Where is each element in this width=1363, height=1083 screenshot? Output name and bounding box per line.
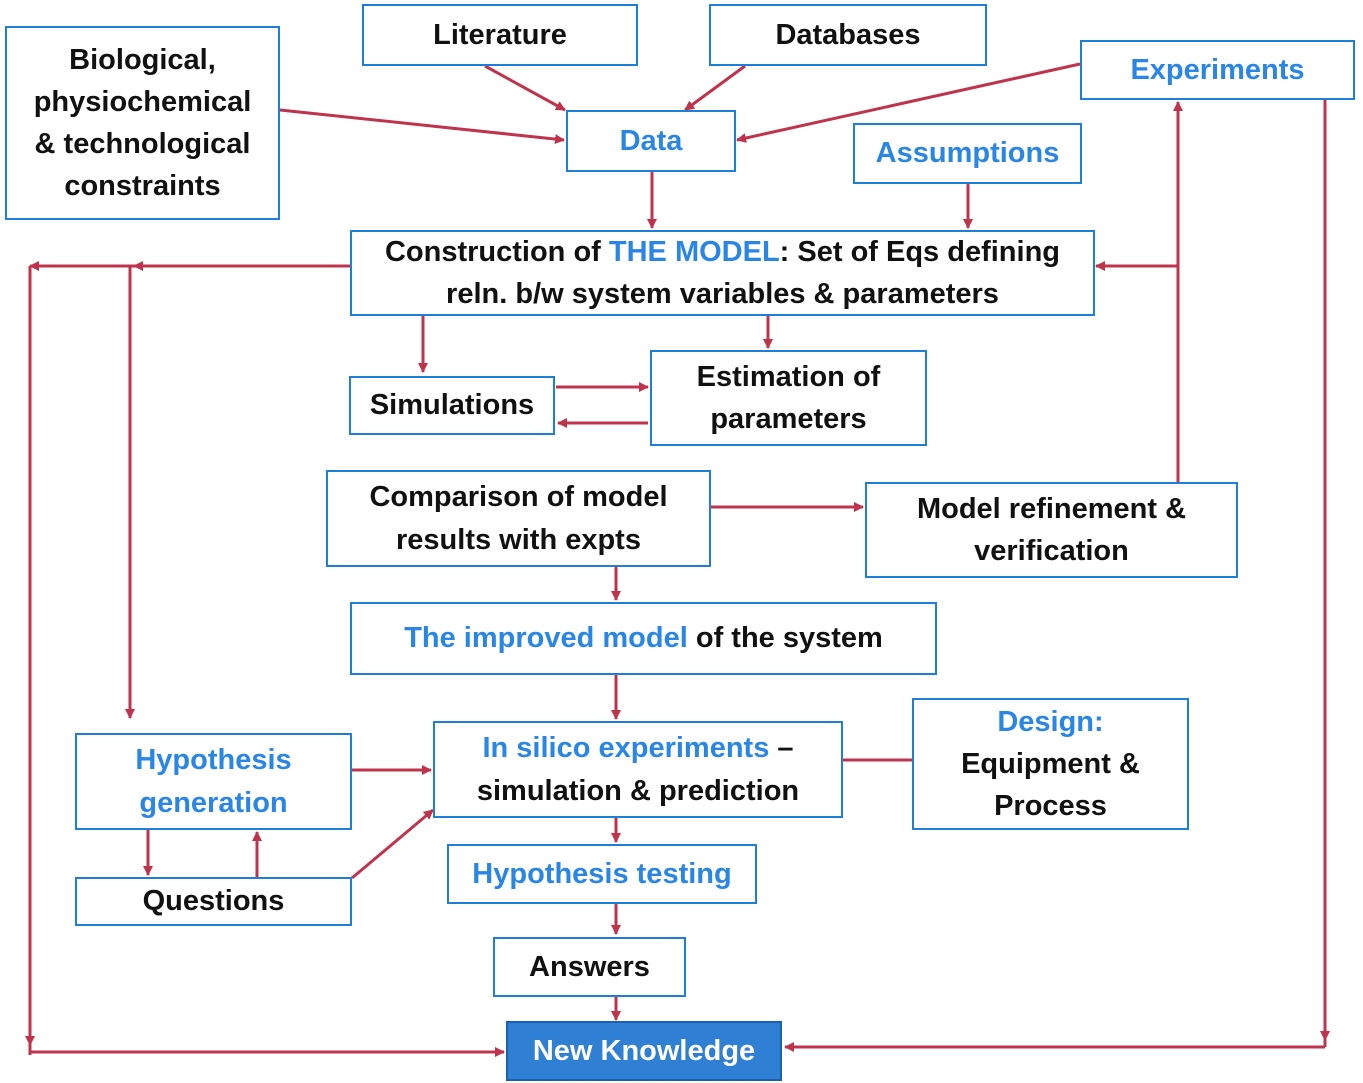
insilico-box: In silico experiments – simulation & pre…: [433, 721, 843, 818]
refinement-line-2: verification: [974, 535, 1129, 567]
comparison-line-2: results with expts: [396, 523, 641, 556]
data-label: Data: [619, 124, 683, 157]
hypothesis-generation-line-1: Hypothesis: [135, 744, 292, 777]
design-title: Design:: [997, 705, 1104, 738]
improved-model-suffix: of the system: [687, 622, 883, 655]
simulations-box: Simulations: [349, 376, 555, 435]
model-highlight: THE MODEL: [608, 235, 780, 268]
constraints-line-4: constraints: [64, 170, 221, 203]
insilico-suffix: –: [769, 732, 794, 765]
arrow-questions-to-insilico: [351, 808, 434, 880]
insilico-line-2: simulation & prediction: [476, 774, 800, 807]
estimation-line-1: Estimation of: [696, 360, 881, 393]
data-box: Data: [566, 110, 736, 172]
constraints-line-2: physiochemical: [33, 85, 252, 118]
literature-label: Literature: [433, 18, 567, 51]
hypothesis-generation-line-2: generation: [139, 786, 288, 819]
insilico-line-1: In silico experiments –: [482, 727, 793, 769]
experiments-box: Experiments: [1080, 40, 1355, 100]
refinement-line-1: Model refinement &: [916, 492, 1187, 525]
hypothesis-generation-box: Hypothesis generation: [75, 733, 352, 830]
model-suffix: : Set of Eqs defining: [779, 235, 1061, 268]
constraints-line-3: & technological: [34, 128, 251, 160]
databases-box: Databases: [709, 4, 987, 66]
comparison-box: Comparison of model results with expts: [326, 470, 711, 567]
hypothesis-testing-box: Hypothesis testing: [447, 844, 757, 904]
questions-box: Questions: [75, 877, 352, 926]
improved-model-line: The improved model of the system: [404, 617, 883, 659]
improved-model-box: The improved model of the system: [350, 602, 937, 675]
model-line-2: reln. b/w system variables & parameters: [446, 278, 999, 310]
estimation-box: Estimation of parameters: [650, 350, 927, 446]
design-box: Design: Equipment & Process: [912, 698, 1189, 830]
assumptions-box: Assumptions: [853, 123, 1082, 184]
model-line-1: Construction of THE MODEL: Set of Eqs de…: [385, 231, 1060, 273]
simulations-label: Simulations: [369, 389, 535, 422]
model-prefix: Construction of: [384, 235, 609, 268]
insilico-highlight: In silico experiments: [482, 732, 770, 765]
new-knowledge-label: New Knowledge: [532, 1034, 756, 1067]
constraints-line-1: Biological,: [69, 43, 216, 76]
refinement-box: Model refinement & verification: [865, 482, 1238, 578]
answers-box: Answers: [493, 937, 686, 997]
assumptions-label: Assumptions: [875, 137, 1060, 170]
arrow-databases-to-data: [684, 64, 746, 112]
arrow-experiments-to-data: [736, 62, 1081, 143]
hypothesis-testing-label: Hypothesis testing: [472, 857, 732, 890]
new-knowledge-box: New Knowledge: [506, 1021, 782, 1081]
estimation-line-2: parameters: [710, 403, 867, 435]
databases-label: Databases: [775, 18, 921, 51]
answers-label: Answers: [529, 950, 650, 983]
literature-box: Literature: [362, 4, 638, 66]
arrow-literature-to-data: [484, 64, 566, 112]
arrow-constraints-to-data: [279, 108, 565, 145]
improved-model-highlight: The improved model: [404, 622, 688, 655]
model-box: Construction of THE MODEL: Set of Eqs de…: [350, 230, 1095, 316]
design-line-2: Equipment &: [961, 747, 1140, 780]
experiments-label: Experiments: [1130, 53, 1305, 86]
comparison-line-1: Comparison of model: [369, 481, 668, 514]
questions-label: Questions: [142, 885, 285, 918]
constraints-box: Biological, physiochemical & technologic…: [5, 26, 280, 220]
design-line-3: Process: [994, 790, 1107, 823]
